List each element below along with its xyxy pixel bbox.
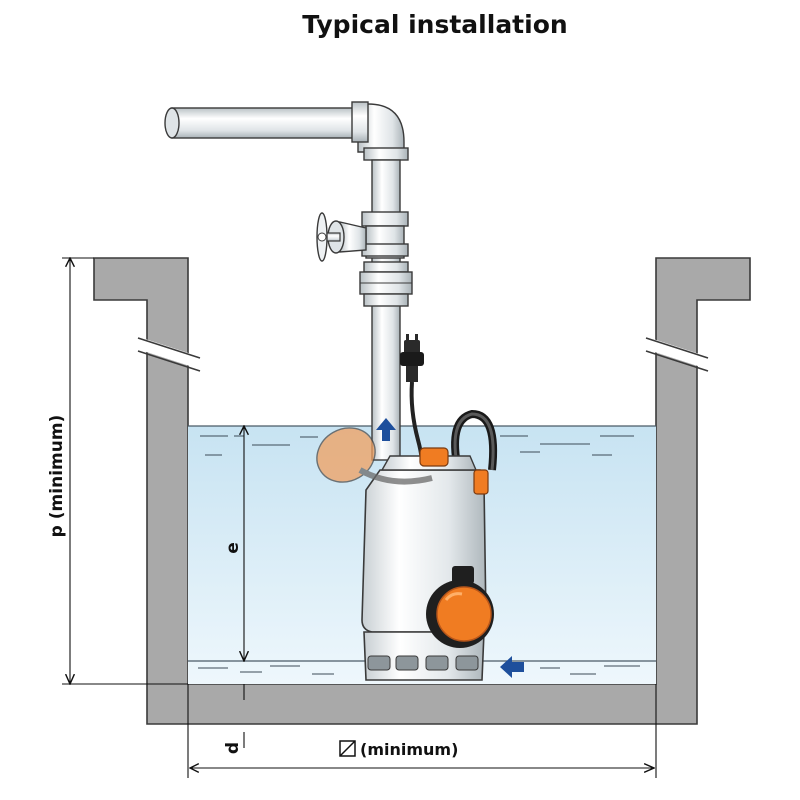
dimension-lines <box>62 258 657 778</box>
label-e: e <box>223 542 243 554</box>
water-ripples <box>198 435 640 675</box>
pump-inlet-slots <box>367 655 479 671</box>
diagram-title: Typical installation <box>302 10 568 39</box>
square-with-diagonal-icon <box>339 740 356 757</box>
wall-break-left <box>137 337 201 372</box>
label-p-minimum: p (minimum) <box>47 415 67 538</box>
wall-break-right <box>645 337 709 372</box>
float-switch <box>426 566 494 648</box>
float-switch-raised <box>316 427 433 485</box>
label-width-minimum: (minimum) <box>360 740 458 759</box>
blue-left-arrow-icon <box>500 656 524 678</box>
blue-up-arrow-icon <box>376 418 396 441</box>
valve-handle <box>316 212 367 262</box>
label-d: d <box>223 742 243 754</box>
discharge-pipe <box>164 101 413 461</box>
